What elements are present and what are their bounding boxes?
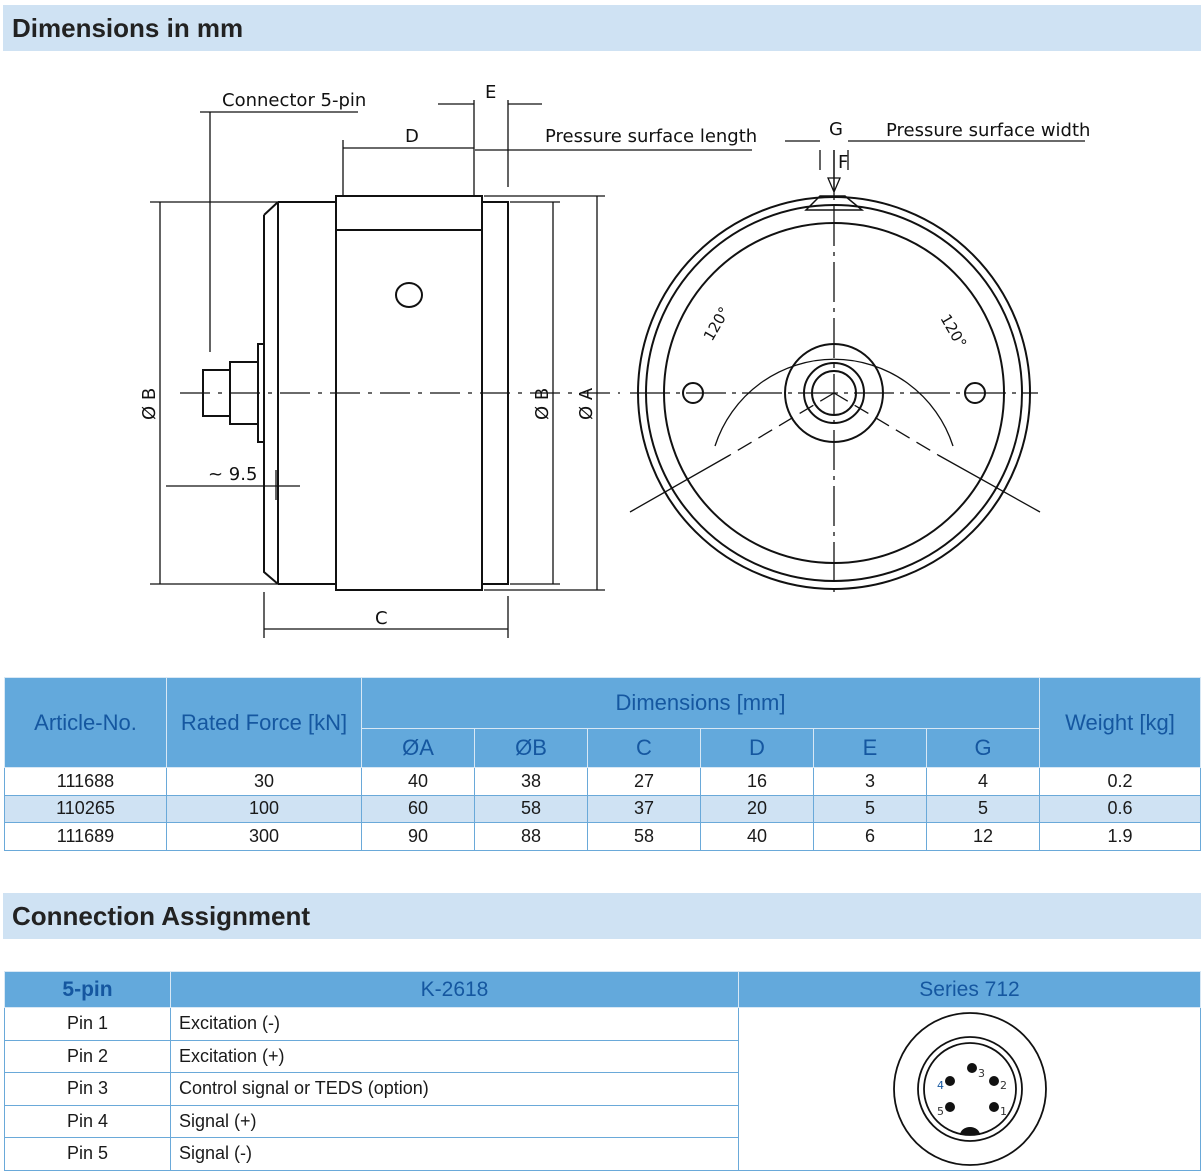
- table-cell: 27: [587, 767, 701, 796]
- function-cell: Signal (-): [170, 1137, 739, 1171]
- table-cell: 300: [166, 822, 362, 851]
- table-cell: 60: [361, 794, 475, 823]
- offset-label: ~ 9.5: [208, 464, 257, 485]
- dim-e-label: E: [485, 82, 496, 103]
- table-cell: 6: [813, 822, 927, 851]
- table-cell: 4: [925, 767, 1041, 796]
- table-cell: 5: [813, 794, 927, 823]
- dim-g-label: G: [829, 119, 843, 140]
- pin-cell: Pin 4: [4, 1104, 171, 1138]
- connector-pin-diagram: 1 2 3 4 5: [892, 1011, 1047, 1166]
- section-header-connection: Connection Assignment: [3, 893, 1201, 939]
- pin-cell: Pin 2: [4, 1039, 171, 1073]
- table-cell: 0.6: [1039, 794, 1201, 823]
- col-g: G: [925, 728, 1041, 768]
- function-cell: Excitation (+): [170, 1039, 739, 1073]
- pin-number: 1: [1000, 1105, 1007, 1118]
- table-cell: 111688: [4, 767, 167, 796]
- col-e: E: [813, 728, 927, 768]
- col-dimensions: Dimensions [mm]: [360, 677, 1041, 729]
- function-cell: Excitation (-): [170, 1007, 739, 1041]
- table-cell: 38: [474, 767, 588, 796]
- pin-cell: Pin 3: [4, 1072, 171, 1106]
- section-header-dimensions: Dimensions in mm: [3, 5, 1201, 51]
- table-cell: 111689: [4, 822, 167, 851]
- col-force: Rated Force [kN]: [166, 677, 362, 768]
- col-b: ØB: [474, 728, 588, 768]
- dim-b-label-2: Ø B: [532, 388, 553, 420]
- col-d: D: [700, 728, 814, 768]
- dimensions-table: Article-No. Rated Force [kN] Dimensions …: [4, 677, 1201, 851]
- table-cell: 88: [474, 822, 588, 851]
- table-cell: 12: [925, 822, 1041, 851]
- col-article: Article-No.: [4, 677, 167, 768]
- col-c: C: [587, 728, 701, 768]
- dim-b-label: Ø B: [139, 388, 160, 420]
- angle-label: 120°: [700, 304, 734, 344]
- dim-a-label: Ø A: [576, 387, 597, 420]
- table-cell: 58: [587, 822, 701, 851]
- pin-cell: Pin 5: [4, 1137, 171, 1171]
- technical-drawing: Connector 5-pin Pressure surface length …: [139, 82, 1090, 638]
- table-cell: 5: [925, 794, 1041, 823]
- table-cell: 90: [361, 822, 475, 851]
- dim-c-label: C: [375, 608, 388, 629]
- force-f-label: F: [838, 152, 848, 173]
- pin-cell: Pin 1: [4, 1007, 171, 1041]
- col-pin: 5-pin: [4, 971, 171, 1008]
- dim-d-label: D: [405, 126, 419, 147]
- table-cell: 16: [700, 767, 814, 796]
- pin-number: 5: [937, 1105, 944, 1118]
- table-cell: 40: [361, 767, 475, 796]
- pin-number: 3: [978, 1067, 985, 1080]
- connector-diagram-cell: 1 2 3 4 5: [738, 1007, 1201, 1171]
- function-cell: Control signal or TEDS (option): [170, 1072, 739, 1106]
- table-cell: 20: [700, 794, 814, 823]
- table-cell: 1.9: [1039, 822, 1201, 851]
- table-cell: 110265: [4, 794, 167, 823]
- table-cell: 58: [474, 794, 588, 823]
- function-cell: Signal (+): [170, 1104, 739, 1138]
- pressure-width-label: Pressure surface width: [886, 120, 1090, 141]
- col-series: Series 712: [738, 971, 1201, 1008]
- table-cell: 3: [813, 767, 927, 796]
- col-a: ØA: [361, 728, 475, 768]
- front-view: [629, 140, 1085, 598]
- angle-label-2: 120°: [937, 311, 971, 351]
- col-weight: Weight [kg]: [1039, 677, 1201, 768]
- table-cell: 37: [587, 794, 701, 823]
- connector-label: Connector 5-pin: [222, 90, 366, 111]
- table-cell: 30: [166, 767, 362, 796]
- pin-number: 2: [1000, 1079, 1007, 1092]
- side-view: [150, 100, 752, 638]
- pressure-length-label: Pressure surface length: [545, 126, 757, 147]
- pin-number: 4: [937, 1079, 944, 1092]
- table-cell: 0.2: [1039, 767, 1201, 796]
- col-k2618: K-2618: [170, 971, 739, 1008]
- table-cell: 100: [166, 794, 362, 823]
- table-cell: 40: [700, 822, 814, 851]
